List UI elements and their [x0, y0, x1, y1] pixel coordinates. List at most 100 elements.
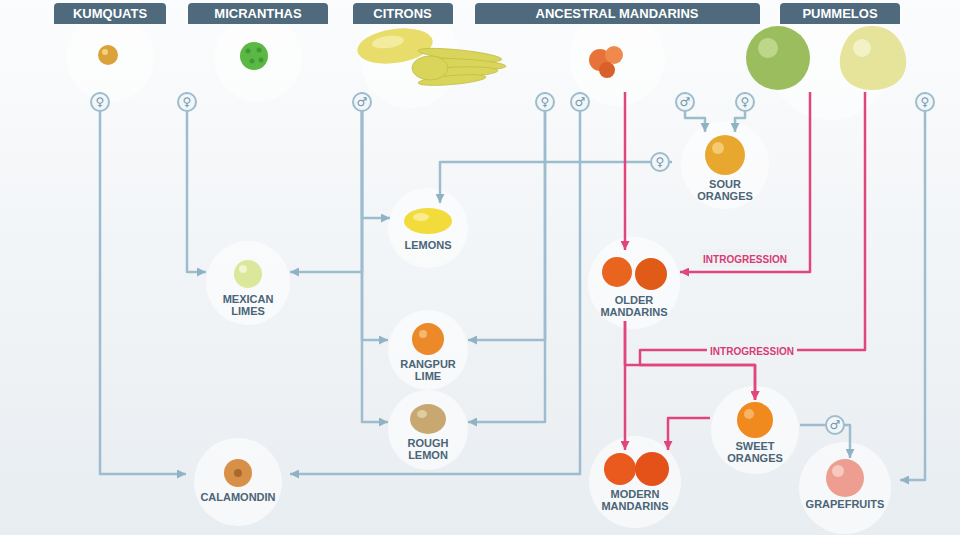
fruit-highlight [712, 142, 724, 154]
fruit-highlight [758, 38, 778, 58]
halo [388, 188, 468, 268]
parent-arrow [100, 92, 186, 474]
sex-symbol: ♀ [92, 94, 108, 110]
halo [66, 14, 154, 102]
lineage-arrow [668, 418, 710, 450]
edge-label: INTROGRESSION [710, 346, 794, 357]
modern-mandarin-fruit [604, 453, 636, 485]
bump [246, 49, 251, 54]
calamondin-fruit [224, 459, 252, 487]
halo [206, 241, 290, 325]
fruit-label: LEMONS [404, 239, 451, 251]
fruit-label: GRAPEFRUITS [806, 498, 885, 510]
edge-label-patch: INTROGRESSION [700, 249, 790, 267]
halo [388, 390, 468, 470]
micrantha-fruit [240, 42, 268, 70]
symbol-ring: ♀ [535, 92, 555, 112]
fruit-highlight [102, 49, 108, 55]
fruit-highlight [417, 410, 427, 418]
symbol-ring: ♂ [675, 92, 695, 112]
sex-symbol: ♀ [179, 94, 195, 110]
rough-lemon-fruit [410, 404, 446, 434]
sex-symbol: ♂ [677, 94, 693, 110]
citron-base [412, 56, 448, 80]
lemon-fruit [404, 208, 452, 234]
fruit-node: SOUR ORANGES [672, 132, 778, 205]
symbol-ring: ♀ [915, 92, 935, 112]
fruit-highlight [744, 409, 754, 419]
micrantha-bumps [246, 48, 264, 64]
fruit-highlight [832, 465, 844, 477]
parent-arrow [362, 92, 388, 340]
fruit-label: ROUGH LEMON [398, 437, 458, 461]
group-header: KUMQUATS [50, 3, 170, 92]
fruit-label: CALAMONDIN [200, 491, 275, 503]
symbol-ring: ♀ [735, 92, 755, 112]
sex-symbol: ♀ [537, 94, 553, 110]
parent-arrow [468, 92, 545, 340]
fruit-node: SWEET ORANGES [710, 400, 800, 467]
pummelo-fruit [840, 26, 906, 90]
connector-group [100, 92, 925, 480]
group-header: ANCESTRAL MANDARINS [468, 3, 766, 92]
fruit-label: SOUR ORANGES [694, 178, 756, 202]
fruit-highlight [419, 330, 427, 338]
group-header: CITRONS [345, 3, 460, 92]
fruit-node: GRAPEFRUITS [790, 458, 900, 513]
group-tab-label: CITRONS [353, 3, 453, 24]
sex-symbol: ♂ [827, 417, 843, 433]
halo-group [66, 0, 892, 534]
fruit-label: MODERN MANDARINS [599, 488, 671, 512]
group-header: MICRANTHAS [178, 3, 338, 92]
lineage-arrow [640, 92, 865, 400]
symbol-ring: ♂ [825, 415, 845, 435]
fruit-stem [234, 469, 242, 477]
fruit-label: RANGPUR LIME [397, 358, 459, 382]
ancestral-mandarin-fruit [605, 46, 623, 64]
parent-arrow [290, 92, 580, 474]
group-header: PUMMELOS [735, 3, 945, 92]
fruit-node: ROUGH LEMON [388, 401, 468, 464]
halo [194, 438, 282, 526]
lime-fruit [234, 260, 262, 288]
rangpur-fruit [412, 323, 444, 355]
fruit-node: LEMONS [390, 203, 466, 254]
grapefruit-fruit [826, 459, 864, 497]
symbol-ring: ♂ [570, 92, 590, 112]
halo [214, 14, 302, 102]
sour-orange-fruit [705, 135, 745, 175]
group-tab-label: PUMMELOS [780, 3, 900, 24]
fingered-citron [412, 46, 506, 88]
sex-symbol: ♀ [917, 94, 933, 110]
fruit-highlight [413, 213, 429, 221]
fruit-node: RANGPUR LIME [388, 320, 468, 385]
lineage-arrow [624, 92, 627, 250]
symbol-ring: ♀ [650, 152, 670, 172]
group-tab-label: ANCESTRAL MANDARINS [475, 3, 760, 24]
bump [250, 59, 255, 64]
halo [588, 237, 680, 329]
group-tab-label: MICRANTHAS [188, 3, 328, 24]
fruit-node: CALAMONDIN [186, 455, 290, 506]
sex-symbol: ♀ [652, 154, 668, 170]
fruit-highlight [853, 39, 871, 57]
halo [388, 310, 468, 390]
group-tab-label: KUMQUATS [54, 3, 166, 24]
parent-arrow [468, 92, 545, 422]
pummelo-fruit [746, 26, 810, 90]
bump [257, 48, 262, 53]
halo [799, 442, 891, 534]
symbol-ring: ♀ [90, 92, 110, 112]
fruit-label: SWEET ORANGES [724, 440, 786, 464]
sex-symbol: ♀ [737, 94, 753, 110]
parent-arrow [900, 92, 925, 480]
edge-label-patch: INTROGRESSION [707, 341, 797, 359]
halo [681, 121, 769, 209]
kumquat-fruit [98, 45, 118, 65]
sex-symbol: ♂ [354, 94, 370, 110]
bump [259, 58, 264, 63]
parent-arrow [440, 162, 672, 203]
